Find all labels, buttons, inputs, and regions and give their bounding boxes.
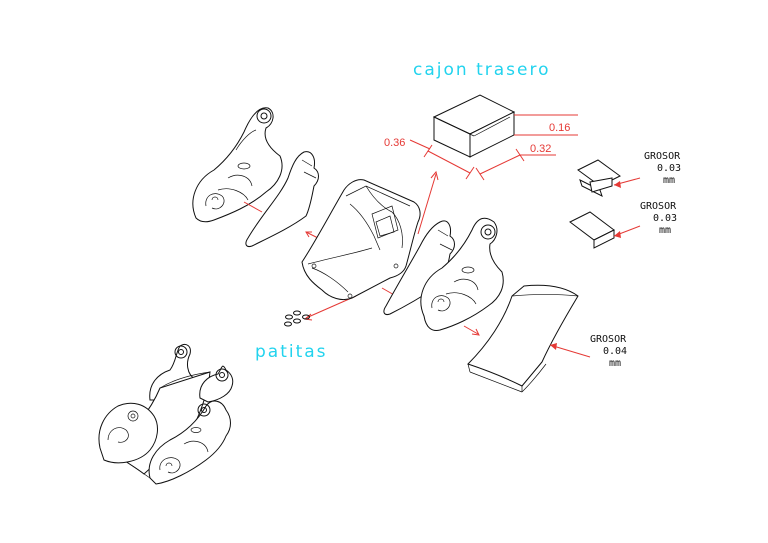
note-1-line-2: 0.03 [657,163,681,174]
note-2-line-1: GROSOR [640,201,677,212]
thickness-samples [569,159,641,249]
right-side-panel [420,217,504,331]
dim-032-label: 0.32 [530,143,551,155]
dim-016-label: 0.16 [549,122,570,134]
thickness-note-3: GROSOR 0.04 mm [590,334,627,369]
note-2-line-2: 0.03 [653,213,677,224]
curved-seat-sheet [467,284,591,393]
thickness-note-1: GROSOR 0.03 mm [644,151,681,186]
seat-body [301,179,421,301]
dimension-016 [514,114,578,136]
left-side-plate [245,151,319,247]
note-3-line-3: mm [609,358,621,369]
note-3-line-2: 0.04 [603,346,627,357]
left-side-panel [192,107,283,223]
note-3-line-1: GROSOR [590,334,627,345]
dimension-036 [409,139,475,180]
dim-036-label: 0.36 [384,137,405,149]
assembled-chair [98,343,234,485]
right-side-plate [383,220,455,315]
label-patitas: patitas [255,342,328,362]
thickness-note-2: GROSOR 0.03 mm [640,201,677,236]
dimension-032 [475,148,556,181]
label-cajon-trasero: cajon trasero [413,60,550,80]
back-box [432,94,516,158]
note-1-line-1: GROSOR [644,151,681,162]
note-1-line-3: mm [663,175,675,186]
patitas-feet [284,310,310,327]
note-2-line-3: mm [659,225,671,236]
